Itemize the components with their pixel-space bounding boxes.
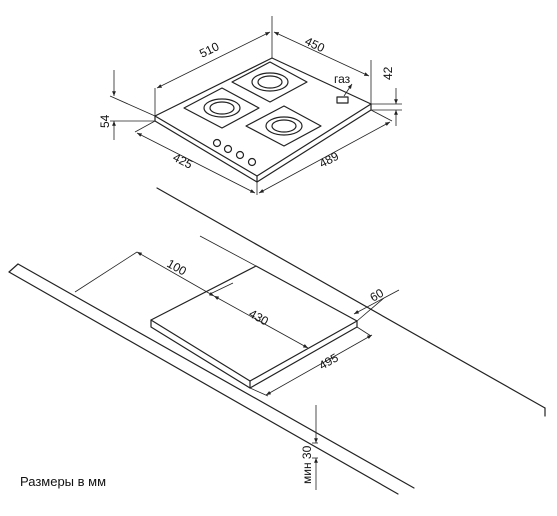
countertop-front-edge: [8, 271, 399, 495]
dim-side-depth-label: 489: [317, 149, 342, 171]
gas-label: газ: [334, 72, 351, 86]
control-knobs: [212, 138, 257, 167]
burner-rear: [231, 61, 308, 103]
units-note: Размеры в мм: [20, 474, 107, 489]
burner-left: [183, 87, 260, 129]
dim-cutout-depth-line: [265, 334, 373, 396]
countertop-front-edge-top: [17, 263, 415, 489]
dim-front-height-label: 54: [98, 114, 112, 128]
dim-edge-line: [353, 297, 385, 315]
dim-depth-line: [273, 31, 370, 77]
dim-side-depth-line: [258, 121, 391, 194]
dim-height-label: 42: [381, 66, 395, 80]
dim-thickness-label: мин 30: [300, 445, 314, 484]
dim-width-line: [156, 31, 271, 89]
dim-front-width-line: [136, 132, 256, 194]
gas-connector: [336, 96, 349, 104]
dim-offset-line: [136, 251, 215, 297]
dim-cutout-depth-label: 495: [317, 350, 342, 372]
hob-drawing: газ 510 450 42 54 425 489: [98, 16, 402, 195]
dim-edge-label: 60: [368, 286, 387, 305]
dim-front-width-label: 425: [171, 150, 195, 172]
dim-offset-label: 100: [165, 256, 190, 278]
burner-right: [245, 105, 322, 147]
dim-depth-label: 450: [303, 34, 327, 55]
cutout-drawing: 100 430 495 60 мин 30: [8, 187, 546, 495]
countertop-back-edge: [156, 187, 546, 409]
